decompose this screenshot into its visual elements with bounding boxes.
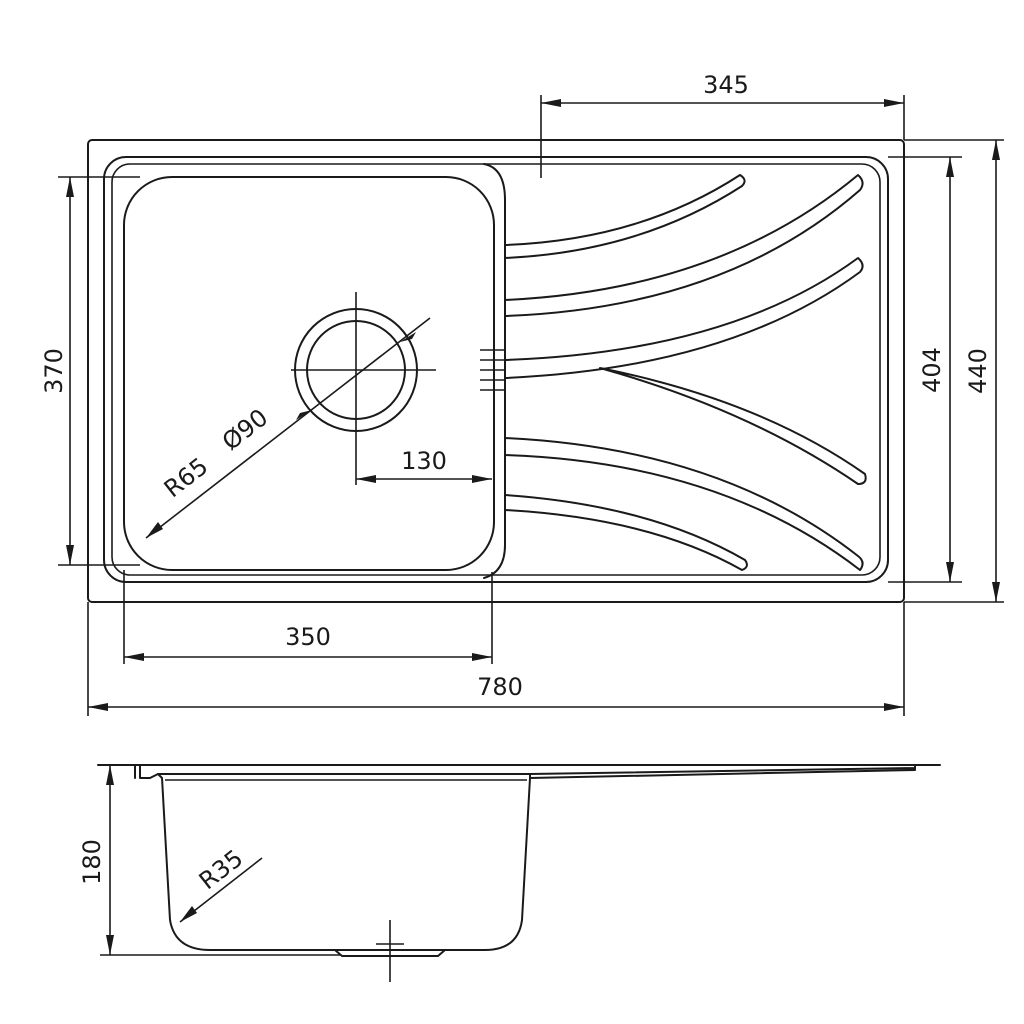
- dim-drain-offset: 130: [356, 447, 492, 483]
- dim-label-370: 370: [40, 348, 68, 394]
- overflow-slots: [480, 349, 506, 391]
- plan-view: 345 370 404 440: [40, 71, 1004, 716]
- bowl-outline: [123, 176, 495, 571]
- dim-label-440: 440: [964, 348, 992, 394]
- drainer-groove: [504, 174, 746, 259]
- dim-diameter-radius-leader: Ø90 R65: [145, 317, 431, 539]
- dim-bowl-depth: 180: [78, 764, 340, 956]
- sink-inner-deck: [103, 156, 889, 583]
- section-rim-lip: [134, 764, 159, 779]
- dim-label-345: 345: [703, 71, 749, 99]
- dim-bowl-width: 370: [40, 176, 140, 566]
- dim-overall-width: 440: [904, 139, 1004, 603]
- sink-inner-deck-line: [111, 163, 881, 576]
- drainer-groove-split: [599, 367, 867, 485]
- dim-overall-length: 780: [87, 602, 905, 716]
- drainer-groove: [504, 437, 864, 571]
- drainer-groove: [504, 174, 864, 317]
- drainer-grooves: [504, 174, 867, 571]
- dim-label-radius: R65: [159, 452, 213, 503]
- drainer-groove: [504, 494, 748, 571]
- drainer-groove: [504, 257, 864, 379]
- dim-label-180: 180: [78, 839, 106, 885]
- section-drainer-surface: [529, 764, 916, 779]
- section-bowl-profile: [157, 773, 531, 951]
- dim-label-404: 404: [918, 347, 946, 393]
- dim-bowl-length: 350: [123, 570, 493, 664]
- section-view: 180 R35: [78, 764, 941, 982]
- dim-label-r35: R35: [194, 844, 248, 895]
- dim-inner-width: 404: [888, 156, 962, 583]
- sink-outer-rim: [87, 139, 905, 603]
- dim-label-130: 130: [401, 447, 447, 475]
- drain: [291, 292, 436, 485]
- dim-drainer-length: 345: [540, 71, 905, 178]
- bowl-edge: [483, 163, 506, 579]
- dim-label-780: 780: [477, 673, 523, 701]
- dim-label-diameter: Ø90: [217, 403, 273, 456]
- dim-label-350: 350: [285, 623, 331, 651]
- dim-section-radius: R35: [179, 844, 263, 923]
